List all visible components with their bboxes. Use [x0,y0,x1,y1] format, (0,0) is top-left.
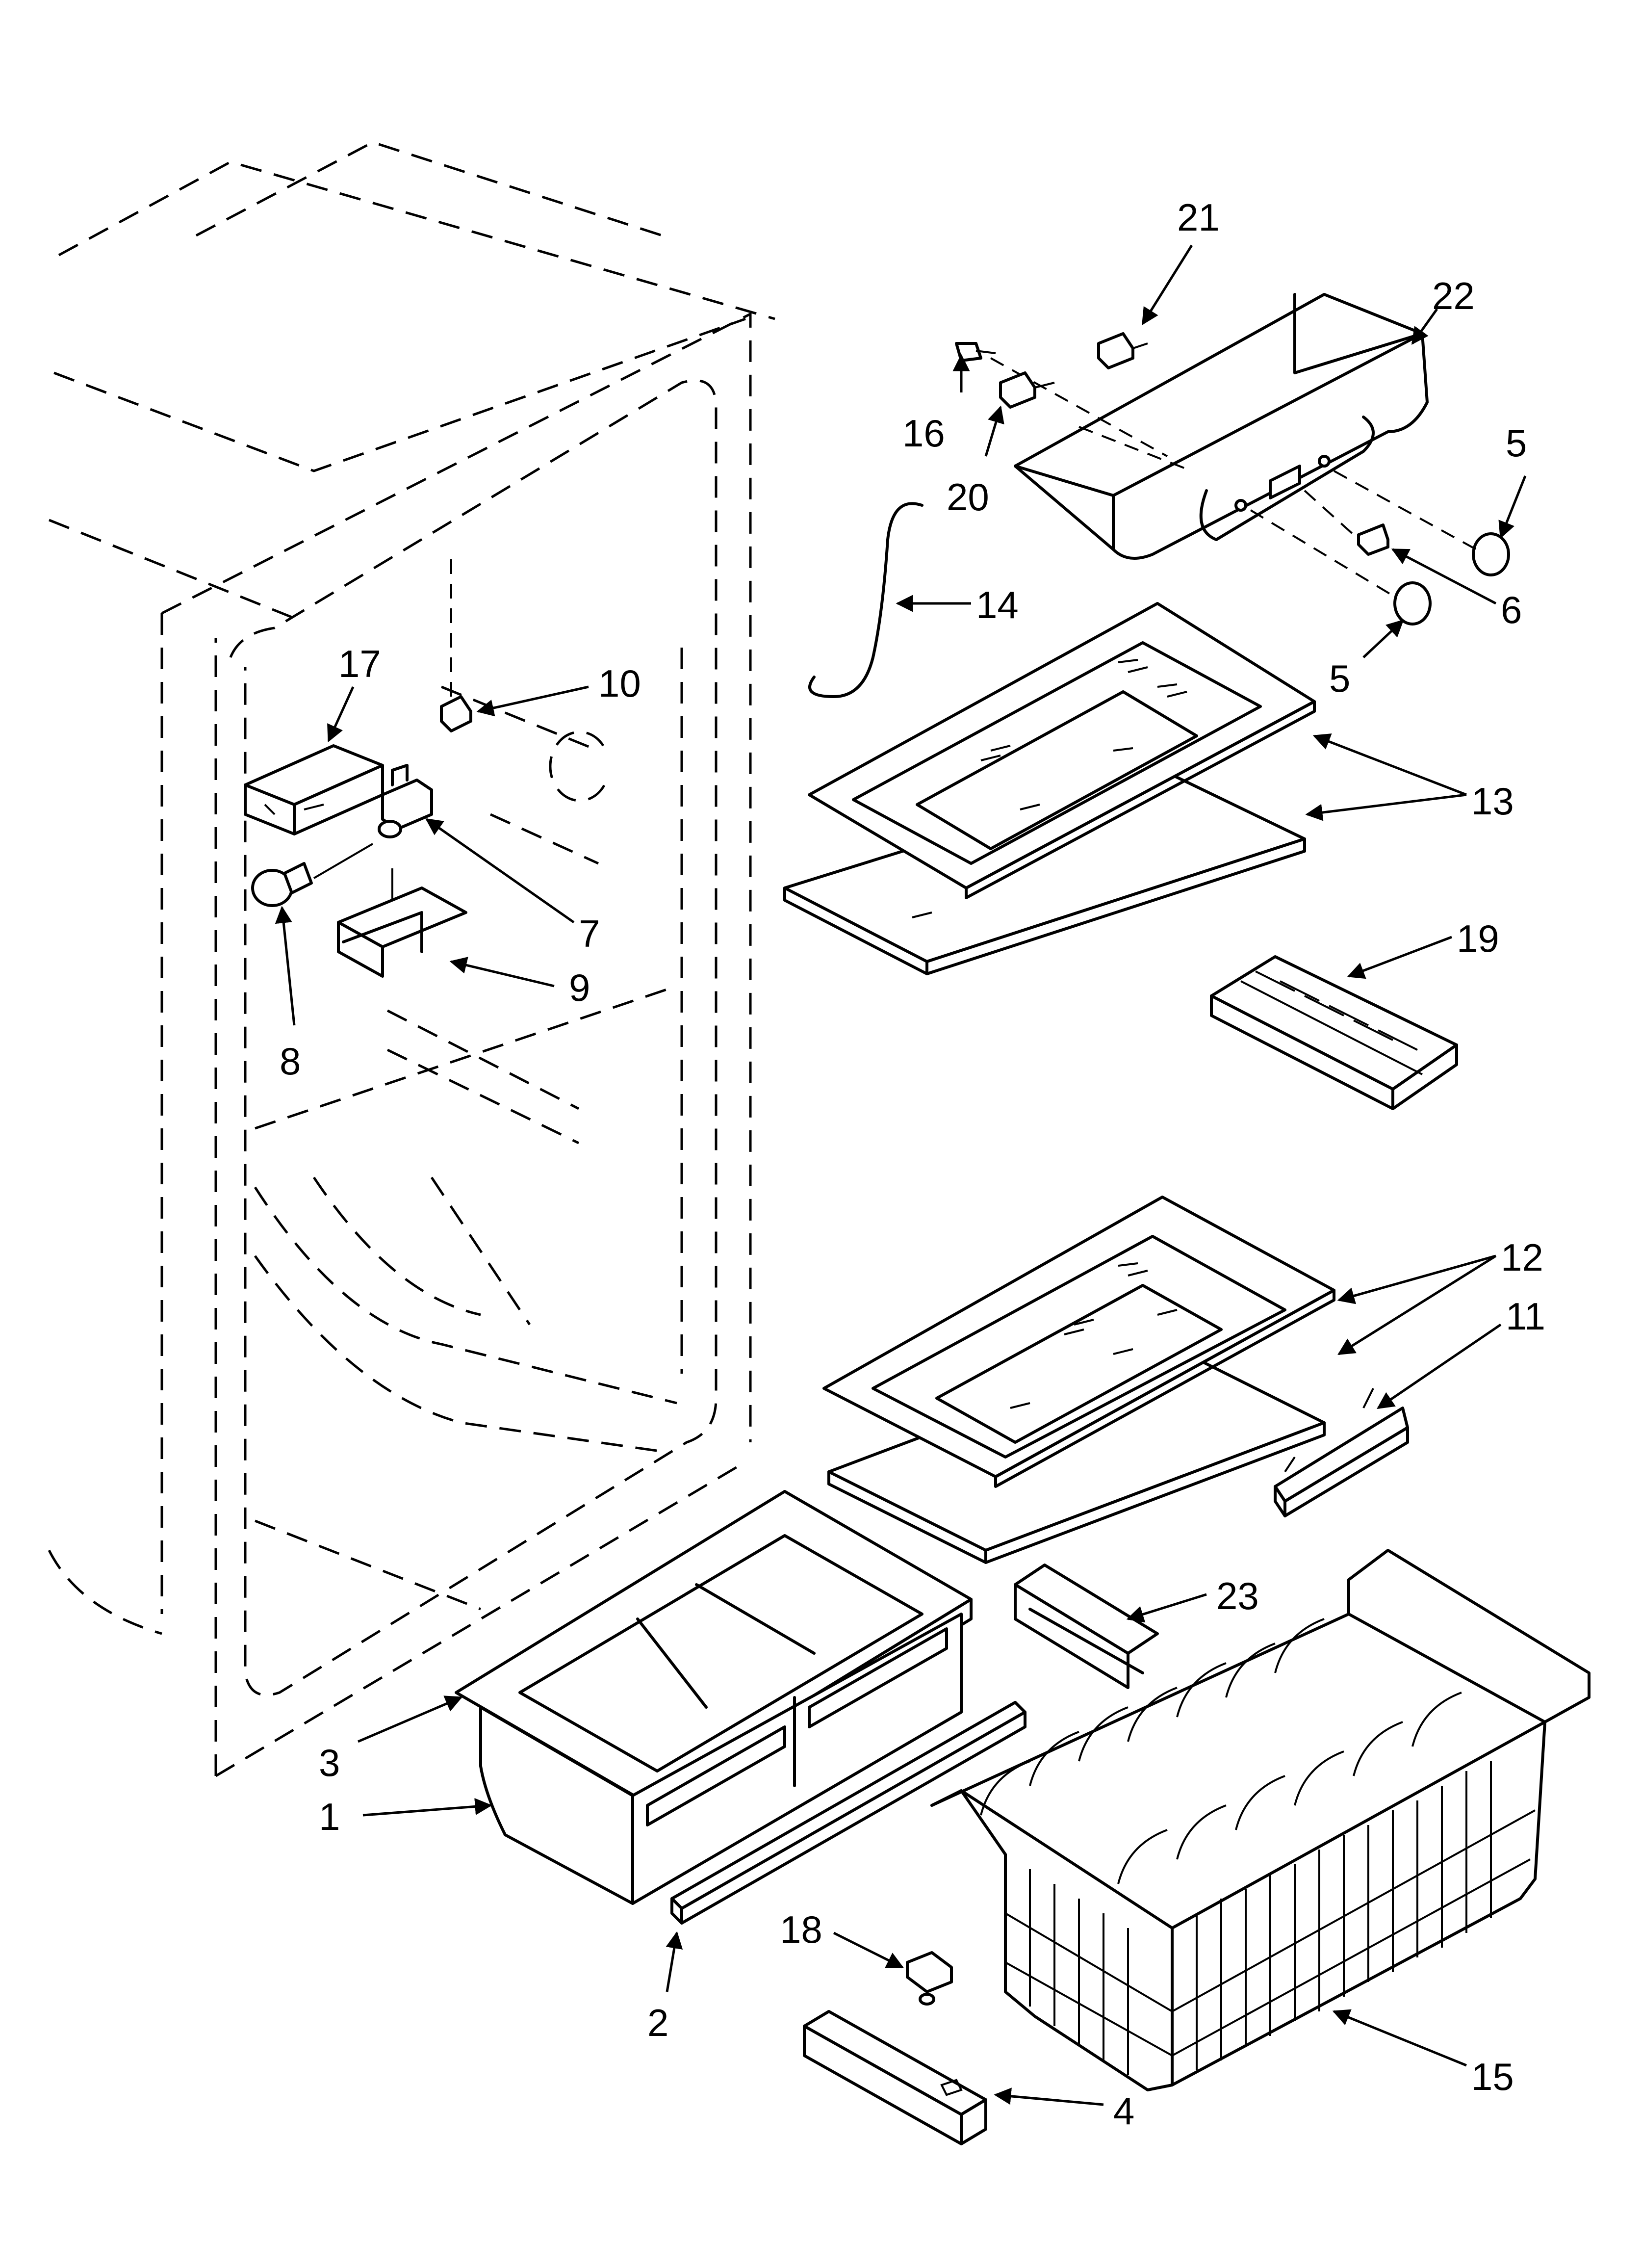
callout-17: 17 [338,642,381,685]
callout-22: 22 [1432,274,1475,317]
callout-3: 3 [319,1741,340,1784]
part-7-light-socket [378,764,433,922]
part-10-light-switch [440,559,472,732]
part-18-stop [906,1951,953,2006]
callout-12: 12 [1501,1236,1543,1279]
callout-8: 8 [280,1040,301,1083]
callout-10: 10 [598,662,641,705]
callout-18: 18 [780,1908,822,1951]
part-12-glass-shelf-set [822,1196,1335,1564]
part-1-drawer [479,1613,963,1905]
part-13-glass-shelf-set [783,602,1316,975]
part-14-tubing [808,502,924,698]
callout-1: 1 [319,1795,340,1838]
callout-21: 21 [1177,196,1220,239]
callout-9: 9 [569,966,590,1009]
part-21-bracket [1097,332,1148,369]
part-11-shelf-bracket [1274,1388,1409,1517]
callout-2: 2 [647,2001,668,2044]
part-17-light-housing [244,744,384,835]
callout-23: 23 [1216,1574,1259,1617]
leader-lines [275,244,1527,2106]
callout-labels: 21 22 16 20 5 6 5 14 13 19 12 11 23 15 1… [280,196,1545,2133]
part-19-ice-cube-tray [1210,955,1458,1110]
callout-4: 4 [1113,2089,1134,2133]
cabinet-liner-outline [48,141,775,1777]
part-4-rail [803,2010,987,2145]
callout-11: 11 [1506,1295,1545,1338]
part-20-bracket [999,371,1055,409]
callout-14: 14 [976,583,1019,626]
part-2-slide-rail [670,1701,1026,1925]
callout-6: 6 [1501,588,1522,631]
part-23-rail [1014,1564,1159,1689]
part-15-wire-basket [930,1549,1591,2091]
callout-5-lower: 5 [1329,657,1350,700]
callout-13: 13 [1471,780,1514,823]
callout-19: 19 [1457,917,1499,960]
part-9-light-shield [337,886,467,978]
callout-20: 20 [947,475,989,519]
part-5-knob-upper [1334,470,1510,576]
part-22-ice-bin [990,293,1429,560]
callout-16: 16 [902,412,945,455]
callout-5-upper: 5 [1506,421,1527,465]
callout-15: 15 [1471,2055,1514,2098]
callout-7: 7 [579,912,600,955]
part-8-light-bulb [251,843,374,907]
part-5-knob-lower [1250,509,1432,626]
part-6-plug [1304,490,1389,556]
